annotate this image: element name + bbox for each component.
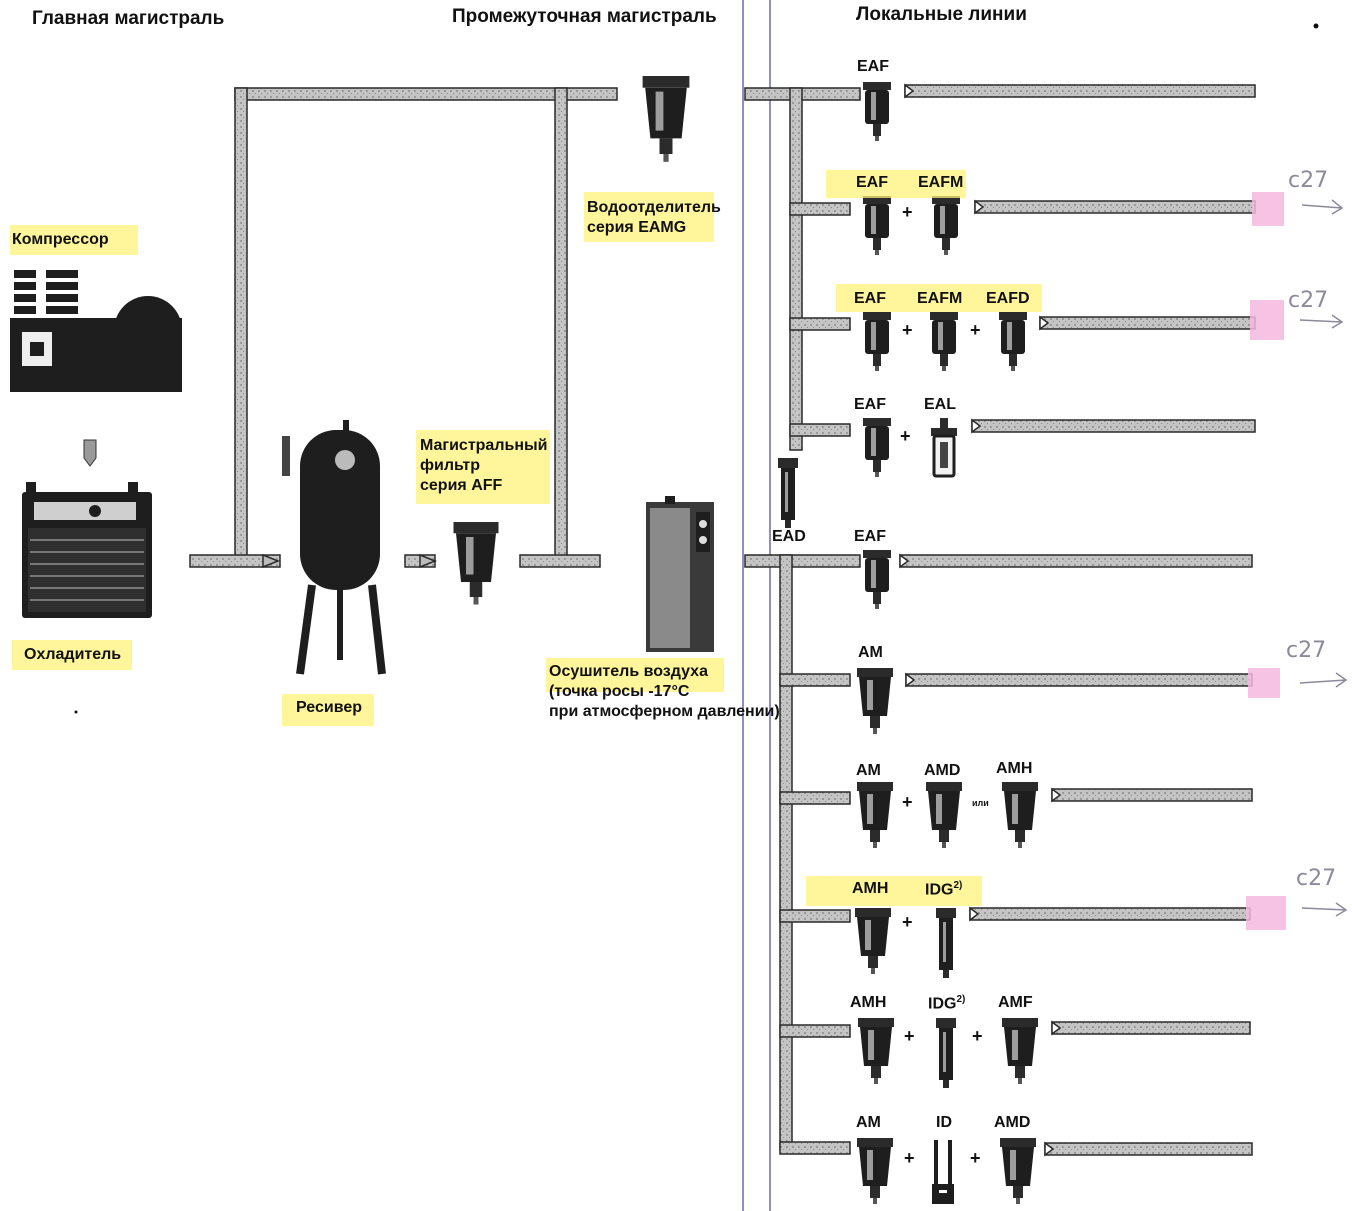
- handwritten-note-4: c27: [1296, 866, 1337, 891]
- handwritten-note-3: c27: [1286, 638, 1327, 663]
- line-10-join-2: +: [970, 1148, 981, 1168]
- line-7-code-3: AMH: [996, 760, 1033, 777]
- line-9-join-2: +: [972, 1026, 983, 1046]
- line-6-code-1: AM: [858, 644, 883, 661]
- main-filter-icon: [453, 522, 499, 605]
- dryer-label-line-3: при атмосферном давлении): [549, 703, 780, 720]
- dryer-label-line-1: Осушитель воздуха: [549, 663, 708, 680]
- main-filter-label-line-3: серия AFF: [420, 477, 503, 494]
- line-2-code-2: EAFM: [918, 174, 964, 191]
- line-3-code-2: EAFM: [917, 290, 963, 307]
- line-8-code-2-superscript: 2): [953, 880, 963, 891]
- line-3-code-1: EAF: [854, 290, 886, 307]
- line-8-code-2-text: IDG: [925, 881, 954, 899]
- dryer-label: Осушитель воздуха (точка росы -17°С при …: [549, 662, 780, 722]
- receiver-icon: [282, 420, 386, 675]
- line-7-code-2: AMD: [924, 762, 961, 779]
- ead-drain-icon: [778, 458, 798, 528]
- line-10-join-1: +: [904, 1148, 915, 1168]
- handwritten-note-2: c27: [1288, 288, 1329, 313]
- line-7-join-1: +: [902, 792, 913, 812]
- main-filter-label: Магистральный фильтр серия AFF: [420, 436, 548, 496]
- dryer-icon: [646, 496, 714, 652]
- line-2-code-1: EAF: [856, 174, 888, 191]
- line-9-code-2: IDG2): [928, 994, 965, 1013]
- line-4-code-1: EAF: [854, 396, 886, 413]
- header-local-lines: Локальные линии: [856, 4, 1027, 25]
- line-8-join-1: +: [902, 912, 913, 932]
- line-7-code-1: AM: [856, 762, 881, 779]
- header-main-line: Главная магистраль: [32, 8, 225, 29]
- line-3-join-1: +: [902, 320, 913, 340]
- cooler-icon: [22, 482, 152, 618]
- line-9-code-2-superscript: 2): [956, 994, 966, 1005]
- water-separator-label-line-2: серия EAMG: [587, 219, 687, 236]
- line-4-code-2: EAL: [924, 396, 956, 413]
- line-2-join-1: +: [902, 202, 913, 222]
- line-7-join-2: или: [972, 798, 989, 808]
- line-9-code-2-text: IDG: [928, 995, 957, 1013]
- line-8-code-1: AMH: [852, 880, 889, 897]
- water-separator-label: Водоотделитель серия EAMG: [587, 198, 721, 238]
- water-separator-icon: [642, 76, 690, 162]
- water-separator-label-line-1: Водоотделитель: [587, 199, 721, 216]
- line-3-code-3: EAFD: [986, 290, 1030, 307]
- main-filter-label-line-1: Магистральный: [420, 437, 548, 454]
- line-10-code-1: AM: [856, 1114, 881, 1131]
- line-9-code-3: AMF: [998, 994, 1033, 1011]
- line-3-join-2: +: [970, 320, 981, 340]
- compressor-label: Компрессор: [12, 231, 109, 248]
- line-8-code-2: IDG2): [925, 880, 962, 899]
- main-filter-label-line-2: фильтр: [420, 457, 481, 474]
- line-1-code-1: EAF: [857, 58, 889, 75]
- receiver-label: Ресивер: [296, 699, 362, 716]
- line-4-join-1: +: [900, 426, 911, 446]
- cooler-label: Охладитель: [24, 646, 122, 663]
- line-10-code-3: AMD: [994, 1114, 1031, 1131]
- ead-label: EAD: [772, 528, 806, 545]
- line-9-join-1: +: [904, 1026, 915, 1046]
- line-9-code-1: AMH: [850, 994, 887, 1011]
- compressor-icon: [10, 270, 182, 392]
- header-intermediate-line: Промежуточная магистраль: [452, 6, 717, 27]
- line-10-code-2: ID: [936, 1114, 952, 1131]
- line-5-code-1: EAF: [854, 528, 886, 545]
- dryer-label-line-2: (точка росы -17°С: [549, 683, 690, 700]
- handwritten-note-1: c27: [1288, 168, 1329, 193]
